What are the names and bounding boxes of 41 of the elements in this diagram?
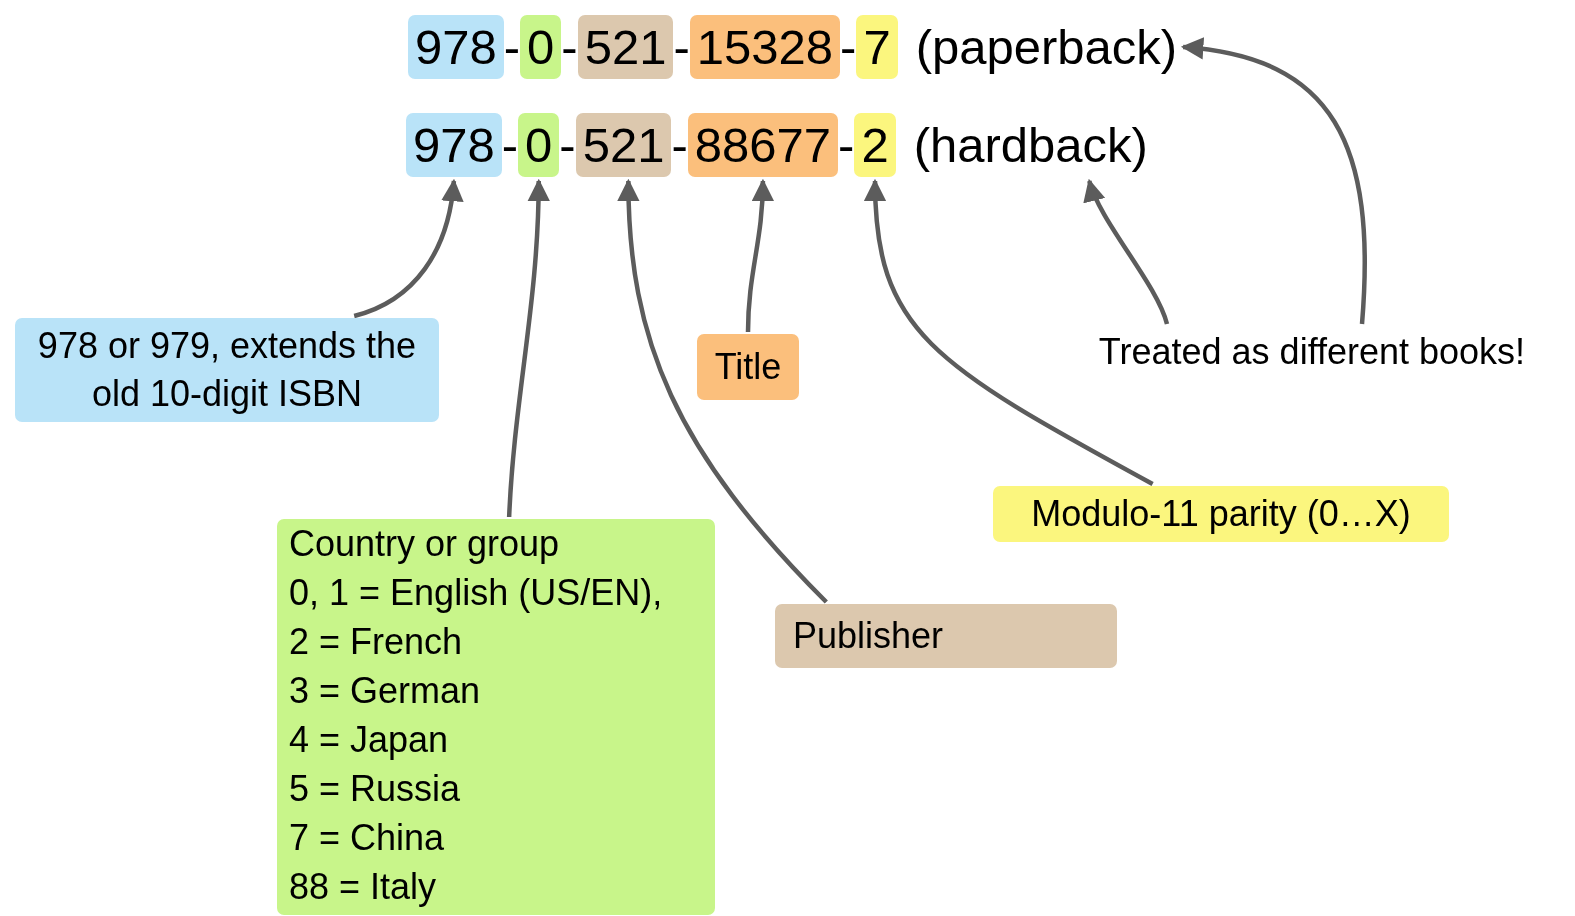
hyphen: - — [840, 19, 857, 76]
hyphen: - — [561, 19, 578, 76]
note-text: Treated as different books! — [1062, 326, 1562, 378]
list-item: 2 = French — [289, 620, 464, 664]
list-item: 5 = Russia — [289, 767, 462, 811]
hyphen: - — [559, 117, 576, 174]
list-item: 88 = Italy — [289, 865, 438, 909]
callout-box: Title — [697, 334, 799, 400]
arrow — [506, 178, 550, 518]
callout-box: 978 or 979, extends the old 10-digit ISBN — [15, 318, 439, 422]
highlighted-digits: 15328 — [689, 15, 841, 79]
list-item: 3 = German — [289, 669, 482, 713]
callout-box — [277, 519, 715, 915]
hyphen: - — [838, 117, 855, 174]
hyphen: - — [671, 117, 688, 174]
callout-box: Publisher — [775, 604, 1117, 668]
highlighted-digits: 521 — [577, 15, 674, 79]
highlighted-digits: 978 — [408, 15, 504, 79]
edition-label: (hardback) — [913, 113, 1148, 177]
highlighted-digits: 521 — [575, 113, 672, 177]
arrow — [864, 178, 1154, 486]
arrow — [1180, 38, 1367, 325]
highlighted-digits: 2 — [854, 113, 896, 177]
highlighted-digits: 7 — [856, 15, 898, 79]
list-item: 0, 1 = English (US/EN), — [289, 571, 664, 615]
highlighted-digits: 0 — [520, 15, 562, 79]
list-item: 4 = Japan — [289, 718, 450, 762]
callout-box: Modulo-11 parity (0…X) — [993, 486, 1449, 542]
arrow — [1084, 178, 1170, 325]
list-item: 7 = China — [289, 816, 446, 860]
hyphen: - — [673, 19, 690, 76]
highlighted-digits: 0 — [518, 113, 560, 177]
highlighted-digits: 88677 — [687, 113, 839, 177]
arrow — [353, 178, 463, 319]
callout-heading: Country or group — [289, 522, 561, 566]
arrow — [745, 178, 774, 333]
edition-label: (paperback) — [915, 15, 1178, 79]
hyphen: - — [503, 19, 521, 76]
highlighted-digits: 978 — [406, 113, 502, 177]
hyphen: - — [501, 117, 519, 174]
arrow — [617, 178, 828, 604]
